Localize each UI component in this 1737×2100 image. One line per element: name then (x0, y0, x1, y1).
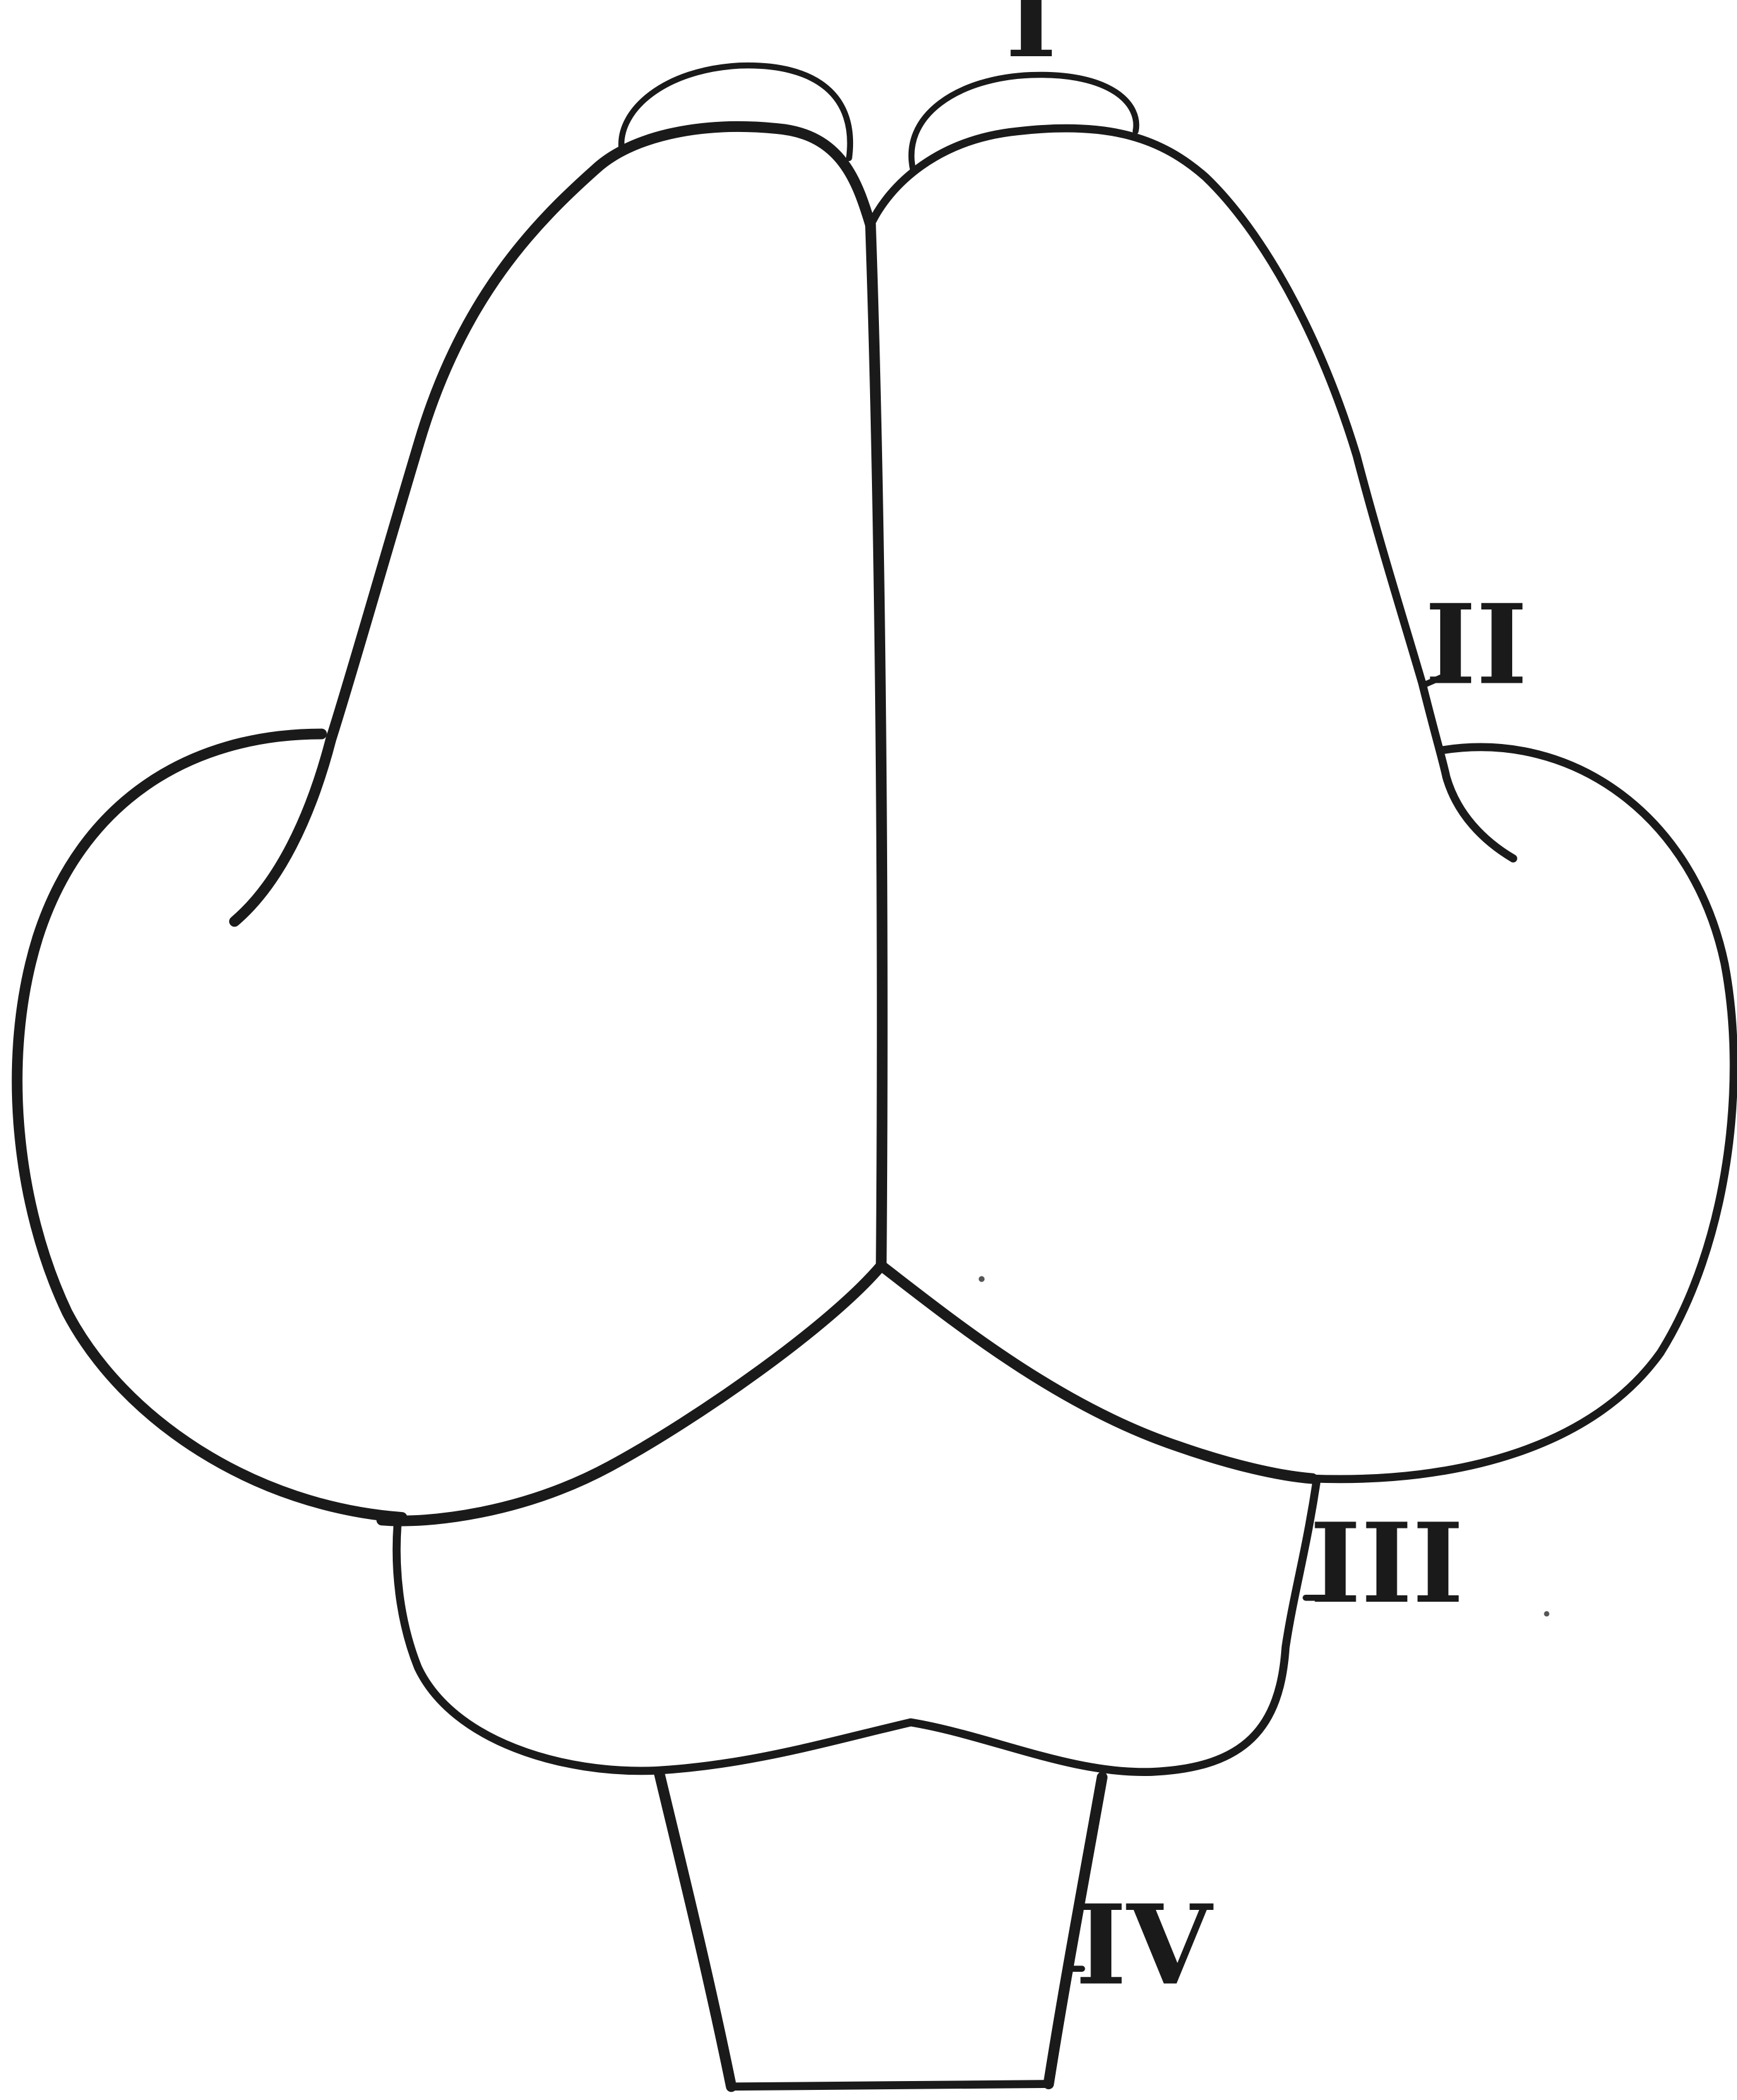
speck (1544, 1611, 1549, 1616)
right-lateral-lobe (1312, 747, 1733, 1479)
left-hemisphere-outline (234, 126, 870, 921)
right-hemisphere-outline (871, 128, 1513, 858)
label-cerebrum: II (1425, 580, 1528, 709)
left-lateral-lobe (17, 734, 402, 1518)
label-medulla: IV (1075, 1881, 1214, 2010)
label-optic-lobe: III (1310, 1499, 1464, 1628)
label-olfactory: I (1005, 0, 1056, 83)
olfactory-lobes (621, 66, 1136, 172)
medulla-left-side (659, 1772, 732, 2086)
cerebral-hemispheres (234, 126, 1513, 1521)
medulla (659, 1772, 1102, 2086)
optic-lobes-outline (397, 1482, 1316, 1772)
longitudinal-fissure (871, 225, 882, 1266)
right-posterior-border (881, 1266, 1313, 1479)
medulla-bottom (731, 2084, 1049, 2087)
right-olfactory-lobe (912, 75, 1137, 172)
lateral-lobes (17, 734, 1734, 1518)
speck (979, 1276, 984, 1281)
left-posterior-border (382, 1266, 881, 1521)
